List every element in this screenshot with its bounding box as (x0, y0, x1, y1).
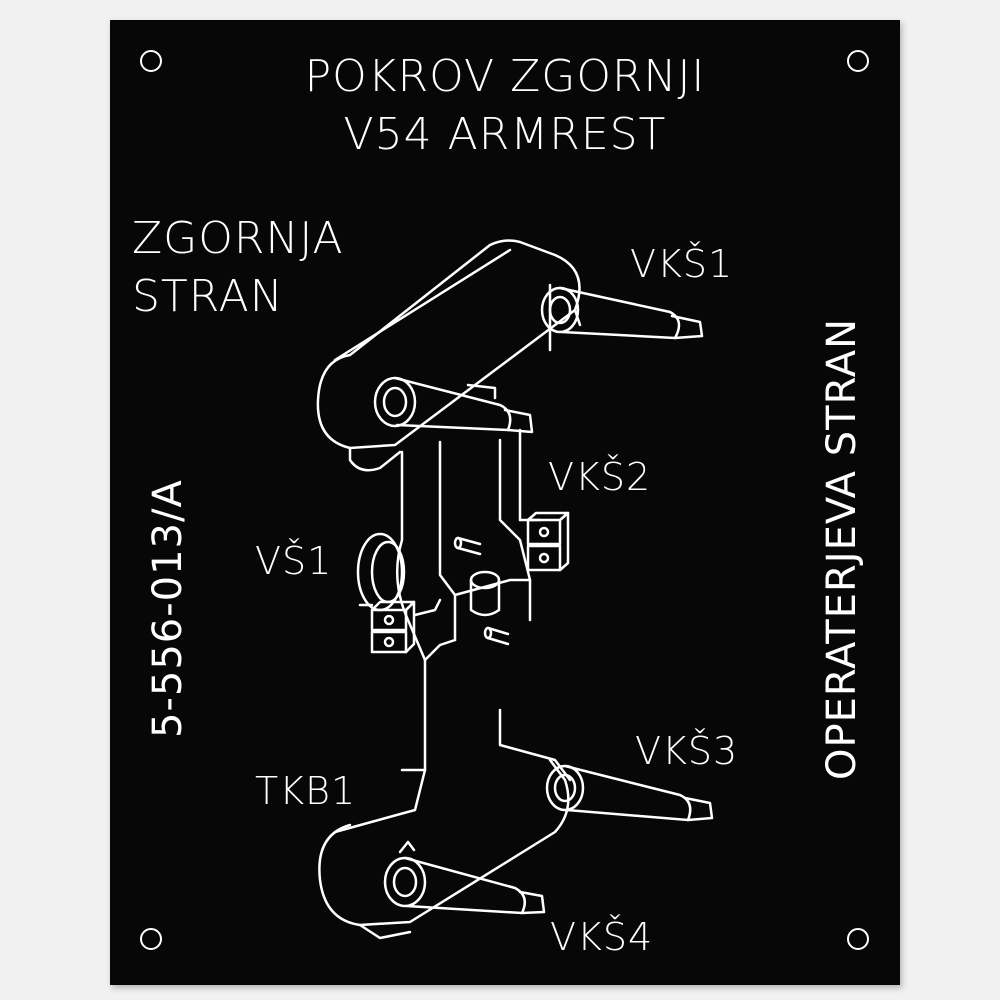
engraved-plate: POKROV ZGORNJI V54 ARMREST ZGORNJA STRAN… (110, 20, 900, 985)
central-frame (395, 428, 572, 782)
label-vks3: VKŠ3 (635, 729, 739, 773)
mounting-hole-bottom-left (140, 928, 162, 950)
upper-side-label-line1: ZGORNJA (132, 213, 344, 264)
label-vks1: VKŠ1 (630, 242, 734, 286)
upper-side-label: ZGORNJA STRAN (132, 210, 344, 326)
shaft-vks3 (545, 764, 714, 822)
label-tkb1: TKB1 (255, 769, 357, 813)
cylinder-part (469, 570, 501, 617)
mounting-hole-bottom-right (847, 928, 869, 950)
label-vks2: VKŠ2 (548, 455, 652, 499)
shaft-vks2 (373, 376, 534, 434)
mounting-hole-top-left (140, 50, 162, 72)
plate-title-line1: POKROV ZGORNJI (304, 51, 706, 102)
shaft-vks4 (383, 840, 546, 915)
label-vs1: VŠ1 (255, 539, 333, 583)
armrest-line-drawing (316, 239, 714, 940)
shaft-vks1 (540, 283, 704, 352)
connector-block-left (358, 598, 442, 654)
top-arm (316, 239, 582, 472)
connector-block-right (526, 511, 570, 572)
label-vks4: VKŠ4 (550, 915, 654, 959)
pin-parts (453, 536, 510, 646)
plate-title-line2: V54 ARMREST (343, 109, 667, 160)
mounting-hole-top-right (847, 50, 869, 72)
upper-side-label-line2: STRAN (132, 271, 284, 322)
bottom-arm (318, 758, 570, 940)
plate-title: POKROV ZGORNJI V54 ARMREST (110, 48, 900, 164)
